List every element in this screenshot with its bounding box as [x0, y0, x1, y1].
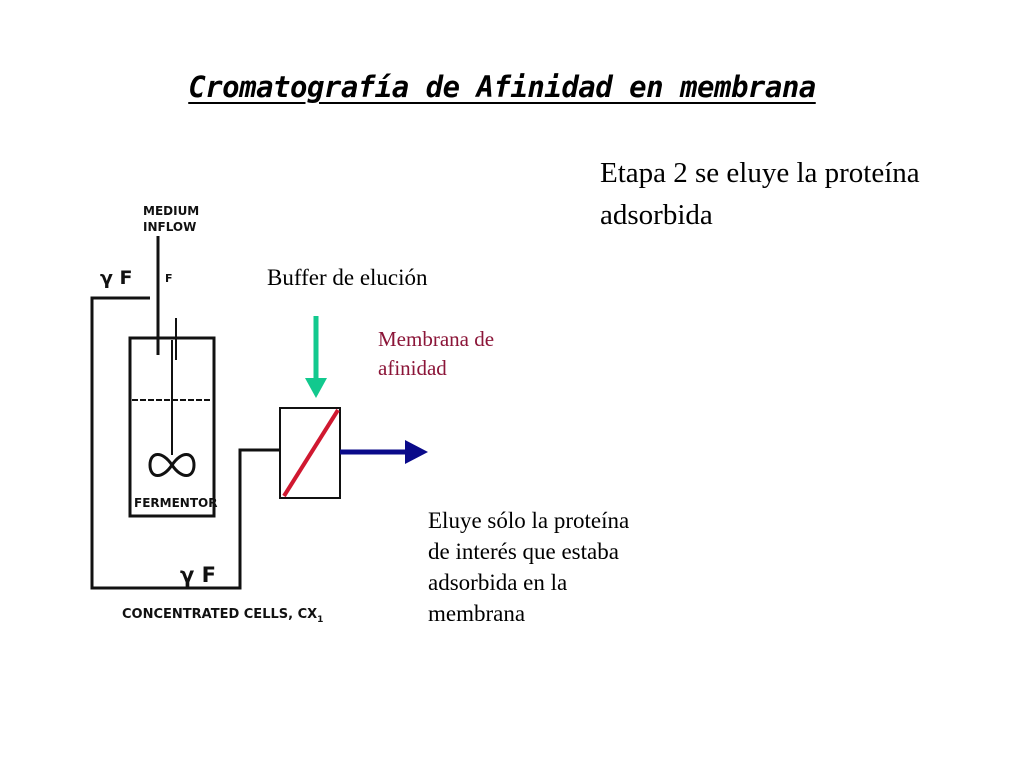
membrane-label-line2: afinidad	[378, 356, 447, 380]
fermentor-vessel	[128, 336, 216, 518]
flow-f-small-label: F	[165, 272, 173, 285]
concentrated-cells-subscript: 1	[317, 615, 323, 625]
impeller-icon	[148, 453, 196, 477]
membrane-line	[282, 408, 340, 498]
outlet-arrow-head	[405, 440, 428, 464]
stage-description: Etapa 2 se eluye la proteína adsorbida	[600, 157, 920, 231]
fermentor-label: FERMENTOR	[134, 496, 217, 510]
medium-label-line2: INFLOW	[143, 220, 196, 234]
medium-label-line1: MEDIUM	[143, 204, 199, 218]
result-line-1: Eluye sólo la proteína	[428, 508, 630, 533]
buffer-label: Buffer de elución	[267, 265, 428, 290]
result-description: Eluye sólo la proteína de interés que es…	[428, 505, 728, 629]
flow-bottom-label: γ F	[180, 563, 216, 587]
result-line-2: de interés que estaba	[428, 539, 619, 564]
flow-top-label: γ F	[100, 267, 133, 289]
membrane-label-line1: Membrana de	[378, 327, 495, 351]
concentrated-cells-label: CONCENTRATED CELLS, CX1	[122, 607, 323, 625]
slide-title: Cromatografía de Afinidad en membrana	[188, 70, 816, 104]
result-line-4: membrana	[428, 601, 526, 626]
buffer-arrow-head	[305, 378, 327, 398]
result-line-3: adsorbida en la	[428, 570, 568, 595]
recycle-line	[90, 296, 280, 590]
membrane-label: Membrana de afinidad	[378, 325, 494, 383]
concentrated-cells-text: CONCENTRATED CELLS, CX	[122, 607, 317, 622]
